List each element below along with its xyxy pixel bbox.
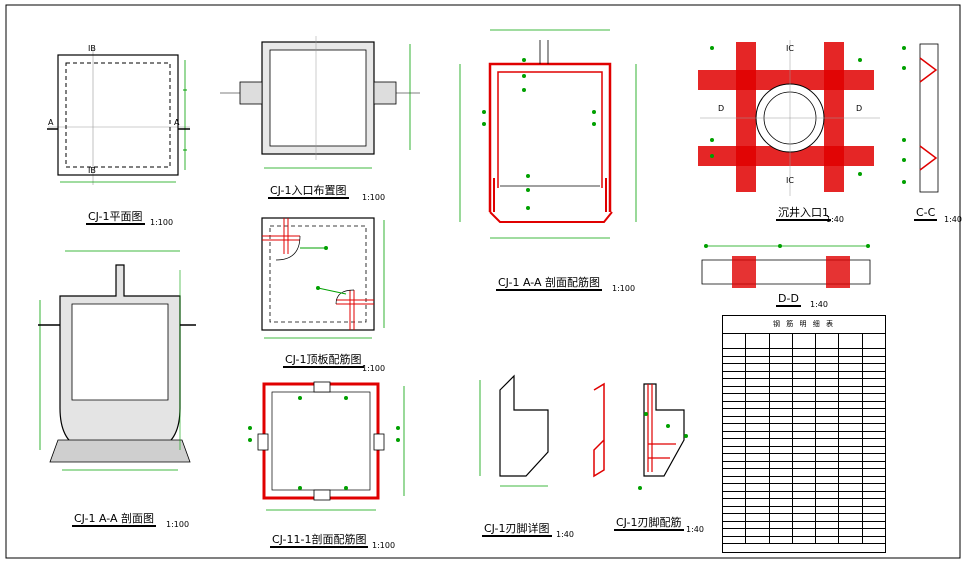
- section-a-a-left-view: [38, 250, 196, 471]
- table-row: [723, 394, 885, 402]
- plan-section-mark-bottom: IB: [88, 166, 96, 175]
- table-row: [723, 386, 885, 394]
- section-d-d-scale: 1:40: [810, 300, 828, 309]
- table-row: [723, 521, 885, 529]
- section-c-c-title: C-C: [914, 206, 938, 221]
- cutting-edge-rebar-title: CJ-1刃脚配筋: [614, 516, 684, 531]
- section-a-a-rebar-title: CJ-1 A-A 剖面配筋图: [496, 276, 603, 291]
- rebar-table-total: [723, 544, 885, 552]
- table-row: [723, 439, 885, 447]
- section-c-c-scale: 1:40: [944, 215, 962, 224]
- table-row: [723, 364, 885, 372]
- shaft-mark-bottom: IC: [786, 176, 794, 185]
- section-a-a-left-scale: 1:100: [166, 520, 190, 529]
- cutting-edge-detail-scale: 1:40: [556, 530, 574, 539]
- top-slab-rebar-view: [261, 217, 385, 339]
- section-d-d-view: [701, 244, 871, 288]
- plan-title: CJ-1平面图: [86, 210, 145, 225]
- table-row: [723, 499, 885, 507]
- table-row: [723, 461, 885, 469]
- rebar-table-header: [723, 334, 885, 349]
- plan-section-mark-top: IB: [88, 44, 96, 53]
- top-slab-rebar-scale: 1:100: [362, 364, 386, 373]
- table-row: [723, 424, 885, 432]
- cutting-edge-rebar-scale: 1:40: [686, 525, 704, 534]
- table-row: [723, 514, 885, 522]
- table-row: [723, 416, 885, 424]
- section-a-a-rebar-scale: 1:100: [612, 284, 636, 293]
- shaft-mark-right: D: [856, 104, 863, 113]
- cutting-edge-detail-title: CJ-1刃脚详图: [482, 522, 552, 537]
- table-row: [723, 349, 885, 357]
- shaft-mark-left: D: [718, 104, 725, 113]
- top-slab-rebar-title: CJ-1顶板配筋图: [283, 353, 364, 368]
- section-1-1-rebar-view: [248, 381, 405, 511]
- section-1-1-rebar-scale: 1:100: [372, 541, 396, 550]
- table-row: [723, 446, 885, 454]
- sheet-border: [5, 4, 961, 559]
- shaft-entrance-scale: 1:40: [826, 215, 844, 224]
- table-row: [723, 431, 885, 439]
- table-row: [723, 536, 885, 544]
- rebar-table-body: [723, 349, 885, 544]
- cutting-edge-detail-view: [479, 374, 549, 487]
- section-a-a-left-title: CJ-1 A-A 剖面图: [72, 512, 157, 527]
- table-row: [723, 491, 885, 499]
- section-c-c-view: [902, 43, 939, 193]
- plan-view: [47, 48, 190, 185]
- rebar-schedule-table: 钢 筋 明 细 表: [722, 315, 886, 553]
- table-row: [723, 529, 885, 537]
- table-row: [723, 469, 885, 477]
- table-row: [723, 484, 885, 492]
- entrance-layout-scale: 1:100: [362, 193, 386, 202]
- shaft-entrance-title: 沉井入口1: [776, 206, 831, 221]
- plan-section-mark-right: A: [174, 118, 180, 127]
- plan-scale: 1:100: [150, 218, 174, 227]
- shaft-mark-top: IC: [786, 44, 794, 53]
- table-row: [723, 506, 885, 514]
- shaft-entrance-view: [698, 40, 880, 196]
- entrance-layout-view: [220, 36, 420, 169]
- plan-section-mark-left: A: [48, 118, 54, 127]
- table-row: [723, 476, 885, 484]
- section-a-a-rebar-view: [459, 29, 637, 239]
- table-row: [723, 379, 885, 387]
- section-d-d-title: D-D: [776, 292, 801, 307]
- table-row: [723, 371, 885, 379]
- table-row: [723, 454, 885, 462]
- table-row: [723, 356, 885, 364]
- table-row: [723, 401, 885, 409]
- rebar-table-title: 钢 筋 明 细 表: [723, 316, 885, 334]
- section-1-1-rebar-title: CJ-11-1剖面配筋图: [270, 533, 369, 548]
- entrance-layout-title: CJ-1入口布置图: [268, 184, 349, 199]
- table-row: [723, 409, 885, 417]
- cutting-edge-rebar-view: [593, 382, 688, 490]
